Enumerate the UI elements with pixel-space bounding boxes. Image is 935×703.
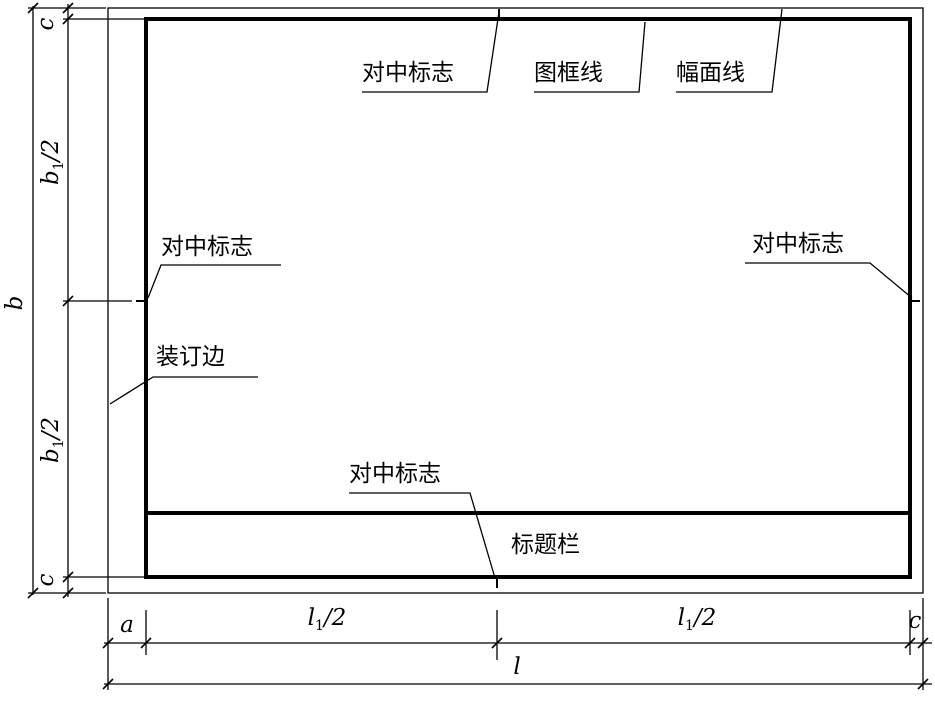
leader-center-mark-right bbox=[745, 262, 913, 299]
sheet-border bbox=[107, 7, 924, 594]
dim-c-bottom-label: c bbox=[33, 573, 59, 586]
label-frame-line: 图框线 bbox=[534, 60, 603, 86]
label-center-mark-left: 对中标志 bbox=[161, 234, 253, 260]
leader-center-mark-top bbox=[362, 11, 500, 93]
dim-c-right-label: c bbox=[909, 608, 922, 634]
label-center-mark-top: 对中标志 bbox=[362, 60, 454, 86]
dim-b1-half-top-label: b1/2 bbox=[38, 139, 67, 185]
svg-text:b1/2: b1/2 bbox=[38, 139, 67, 185]
leader-center-mark-left bbox=[147, 264, 281, 299]
label-sheet-line: 幅面线 bbox=[676, 60, 745, 86]
label-center-mark-bottom: 对中标志 bbox=[349, 461, 441, 487]
leader-sheet-line bbox=[676, 8, 783, 93]
svg-text:b1/2: b1/2 bbox=[38, 417, 67, 463]
leader-center-mark-bottom bbox=[349, 492, 496, 579]
dim-l1-half-right-label: l1/2 bbox=[678, 605, 717, 634]
label-title-block: 标题栏 bbox=[511, 532, 580, 558]
dim-a-label: a bbox=[120, 612, 134, 638]
dim-b-label: b bbox=[2, 296, 28, 311]
label-binding-edge: 装订边 bbox=[156, 344, 225, 370]
dim-l1-half-left-label: l1/2 bbox=[308, 605, 347, 634]
dim-l-label: l bbox=[513, 654, 520, 680]
leader-binding-edge bbox=[109, 376, 258, 405]
label-center-mark-right: 对中标志 bbox=[752, 231, 844, 257]
dim-b1-half-bottom-label: b1/2 bbox=[38, 417, 67, 463]
dim-c-top-label: c bbox=[33, 17, 59, 30]
leader-frame-line bbox=[534, 21, 646, 93]
drawing-frame bbox=[144, 17, 912, 579]
